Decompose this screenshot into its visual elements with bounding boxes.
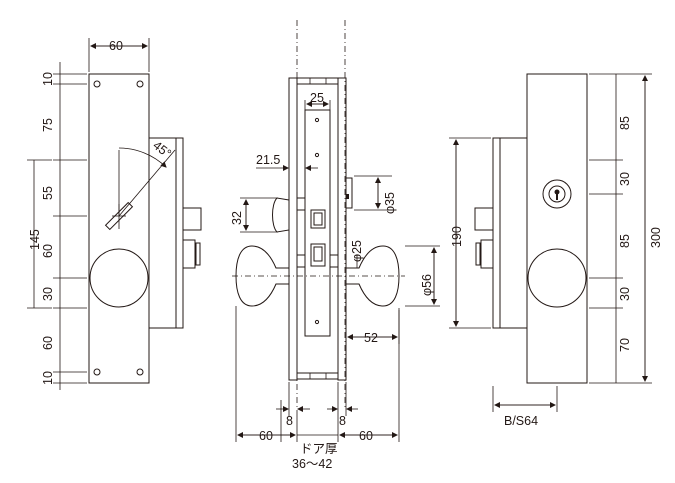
dim-left-4: 60 [41, 244, 55, 258]
dim-side-60-left: 60 [259, 429, 273, 443]
dim-side-21-5: 21.5 [256, 153, 280, 167]
side-view: 25 21.5 32 φ35 φ25 φ56 52 [230, 20, 440, 471]
front-latch-tip [195, 242, 201, 266]
screw-hole [136, 80, 144, 88]
dim-side-32: 32 [230, 211, 244, 225]
dim-left-3: 55 [41, 186, 55, 200]
back-cylinder-core [548, 185, 566, 203]
dim-side-phi25: φ25 [350, 240, 364, 262]
cylinder-key-mark [346, 194, 349, 199]
deadbolt-window [310, 209, 326, 229]
back-lockcase [492, 137, 528, 329]
keyhole-icon [554, 189, 560, 200]
back-latch [480, 239, 494, 269]
dim-back-190: 190 [450, 226, 464, 247]
dim-front-145: 145 [28, 229, 42, 250]
dim-side-phi56: φ56 [420, 274, 434, 296]
angle-line [118, 149, 176, 217]
dim-side-phi35: φ35 [383, 192, 397, 214]
door-thickness-label: ドア厚 [300, 442, 338, 456]
top-bolt [296, 77, 339, 85]
screw-hole [136, 368, 144, 376]
back-cylinder [542, 179, 572, 209]
back-case-edge [492, 137, 501, 329]
dim-front-width: 60 [109, 39, 123, 53]
back-faceplate [526, 73, 588, 384]
front-view: 45° 60 10 75 55 60 30 60 10 [27, 38, 202, 390]
door-thickness-range: 36～42 [292, 457, 332, 471]
dim-right-2: 30 [618, 172, 632, 186]
latch-window [310, 243, 326, 267]
screw-dot [314, 319, 320, 325]
dim-side-60-right: 60 [359, 429, 373, 443]
dim-side-8-right: 8 [339, 414, 346, 428]
dim-left-7: 10 [41, 371, 55, 385]
spindle-upper [296, 197, 306, 211]
dim-side-8-left: 8 [286, 414, 293, 428]
back-latch-tip [475, 242, 481, 266]
latch-inner [313, 246, 323, 262]
side-plate-right [337, 77, 347, 381]
back-knob [527, 248, 587, 308]
dim-right-4: 30 [618, 287, 632, 301]
deadbolt-inner [313, 212, 323, 226]
dim-left-5: 30 [41, 287, 55, 301]
dim-side-52: 52 [364, 331, 378, 345]
screw-dot [314, 117, 320, 123]
side-cylinder [345, 177, 353, 209]
dim-right-1: 85 [618, 116, 632, 130]
screw-dot [314, 152, 320, 158]
front-latch [182, 239, 196, 269]
front-deadbolt [182, 207, 202, 231]
dim-left-2: 75 [41, 118, 55, 132]
dim-right-5: 70 [618, 338, 632, 352]
front-knob [89, 248, 149, 308]
side-knob-right [345, 245, 400, 307]
screw-hole [93, 368, 101, 376]
spindle-lower-right [329, 254, 339, 268]
front-case-edge [175, 137, 184, 329]
dim-backset: B/S64 [504, 414, 538, 428]
side-plate-left [288, 77, 298, 381]
bottom-bolt [296, 372, 339, 380]
dim-back-300: 300 [649, 227, 663, 248]
screw-hole [93, 80, 101, 88]
dim-right-3: 85 [618, 234, 632, 248]
back-deadbolt [474, 207, 494, 231]
dim-left-6: 60 [41, 336, 55, 350]
side-lockbody [304, 109, 331, 337]
dim-side-25: 25 [310, 91, 324, 105]
dim-left-1: 10 [41, 72, 55, 86]
side-thumbturn [272, 197, 290, 233]
spindle-lower-left [296, 254, 306, 268]
back-view: 190 85 30 85 30 70 300 B/S64 [449, 73, 663, 428]
